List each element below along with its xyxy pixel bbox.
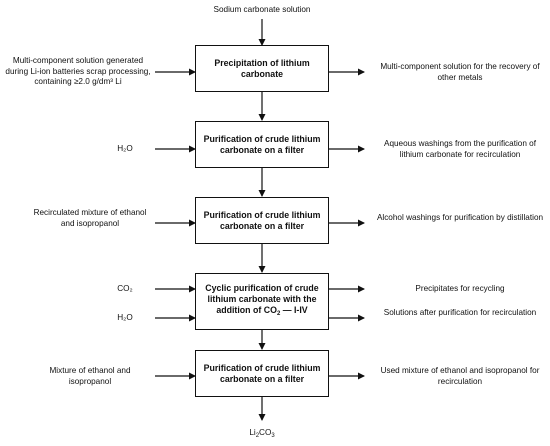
input-co2: CO₂ [117,284,133,293]
step-3-label: Purification of crude lithium carbonate … [203,209,321,231]
step-precipitation: Precipitation of lithium carbonate [195,45,329,92]
step-4-label: Cyclic purification of crude lithium car… [205,283,319,317]
output-used-mixture: Used mixture of ethanol and isopropanol … [380,366,540,386]
input-alcohol-recirc: Recirculated mixture of ethanol and isop… [33,208,147,228]
product-label: Li2CO3 [249,428,275,439]
input-water-2: H₂O [117,313,133,322]
step-2-label: Purification of crude lithium carbonate … [203,133,321,155]
top-input-label: Sodium carbonate solution [213,5,311,14]
step-purification-3: Purification of crude lithium carbonate … [195,350,329,397]
input-water-1: H₂O [117,144,133,153]
step-purification-2: Purification of crude lithium carbonate … [195,197,329,244]
output-solutions-after: Solutions after purification for recircu… [383,308,537,317]
output-precipitates: Precipitates for recycling [415,284,505,293]
output-aqueous-washings: Aqueous washings from the purification o… [383,139,536,159]
output-multi-component: Multi-component solution for the recover… [380,62,540,82]
input-feed: Multi-component solution generated durin… [5,56,151,86]
output-alcohol-washings: Alcohol washings for purification by dis… [376,213,544,222]
step-purification-1: Purification of crude lithium carbonate … [195,121,329,168]
step-5-label: Purification of crude lithium carbonate … [203,362,321,384]
input-alcohol-mix: Mixture of ethanol and isopropanol [49,366,131,386]
step-1-label: Precipitation of lithium carbonate [214,57,310,79]
step-cyclic-purification: Cyclic purification of crude lithium car… [195,273,329,330]
